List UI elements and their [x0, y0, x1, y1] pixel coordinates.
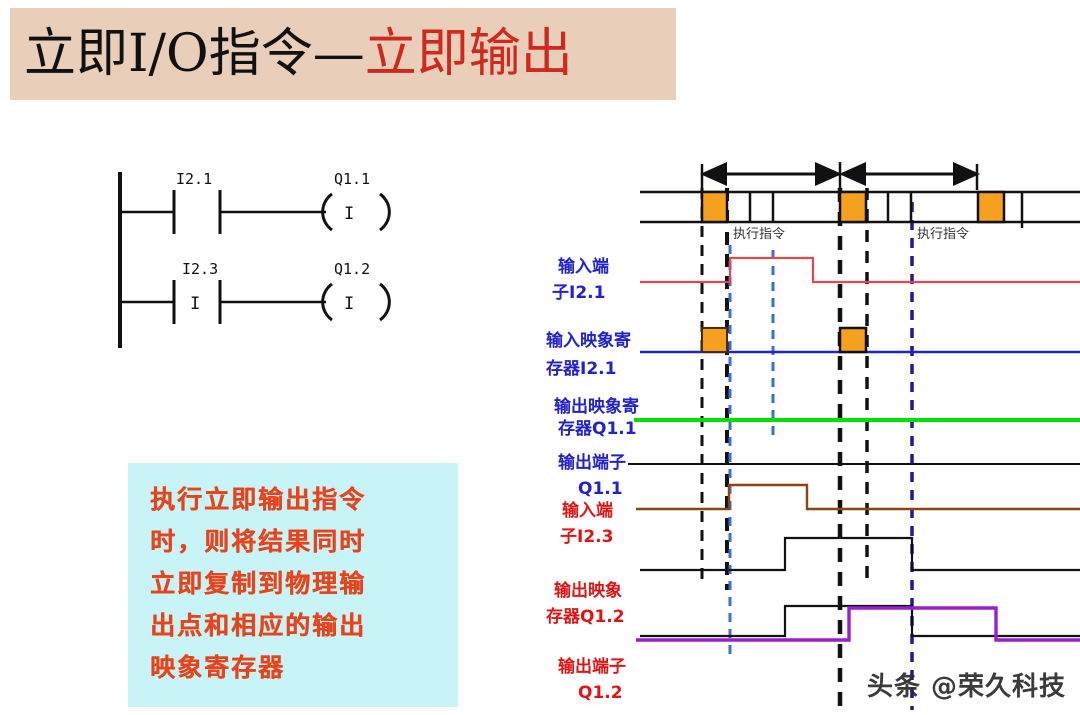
- waveform-input-terminal-i21: [640, 256, 1080, 284]
- channel-label-5a: 输入端: [562, 500, 613, 521]
- note-line-1: 执行立即输出指令: [150, 485, 367, 514]
- channel-label-3b: 存器Q1.1: [558, 418, 637, 439]
- page-title-accent: 立即输出: [364, 24, 573, 84]
- waveform-output-image-q12-lower: [640, 604, 1080, 638]
- channel-label-2b: 存器I2.1: [546, 358, 616, 379]
- waveform-input-terminal-i23: [636, 483, 1080, 511]
- scan-block-read-3: [976, 190, 1006, 224]
- channel-label-4b: Q1.1: [578, 479, 623, 499]
- ladder-coil-label-2: Q1.2: [334, 260, 370, 278]
- input-image-pulse-2: [838, 326, 868, 354]
- channel-input-terminal-i21: 输入端 子I2.1: [552, 256, 1080, 303]
- channel-label-1b: 子I2.1: [552, 283, 605, 303]
- page-title-banner: 立即I/O指令—立即输出: [10, 8, 676, 100]
- ladder-contact-modifier-2: I: [190, 294, 200, 314]
- channel-label-6a: 输出映象: [554, 580, 622, 601]
- note-line-5: 映象寄存器: [150, 653, 286, 682]
- execute-instruction-label-1: 执行指令: [733, 227, 785, 242]
- channel-label-6b: 存器Q1.2: [546, 606, 625, 627]
- channel-label-7a: 输出端子: [558, 656, 626, 677]
- channel-input-terminal-i23: 输入端 子I2.3: [560, 483, 1080, 547]
- ladder-coil-label-1: Q1.1: [334, 170, 370, 188]
- ladder-diagram: I2.1 I Q1.1 I2.3 I I Q1.2: [110, 168, 430, 353]
- timing-guide-lines: [700, 188, 914, 710]
- ladder-coil-modifier-2: I: [344, 294, 354, 314]
- input-image-pulse-1: [701, 327, 728, 353]
- channel-input-image-i21: 输入映象寄 存器I2.1: [546, 326, 1080, 379]
- channel-output-terminal-q12: 输出端子 Q1.2: [558, 604, 1080, 703]
- waveform-output-terminal-q12: [636, 606, 1080, 642]
- watermark-text: 头条 @荣久科技: [866, 672, 1066, 702]
- channel-output-image-q12: 输出映象 存器Q1.2: [546, 536, 1080, 627]
- scan-cycle-bar: 执行指令 执行指令: [640, 190, 1080, 242]
- ladder-coil-modifier-1: I: [344, 204, 354, 224]
- channel-label-1a: 输入端: [558, 256, 609, 277]
- execute-instruction-label-2: 执行指令: [917, 227, 969, 242]
- note-line-3: 立即复制到物理输: [150, 569, 367, 598]
- scan-cycle-arrows: [700, 162, 980, 190]
- waveform-output-image-q12: [640, 536, 1080, 572]
- channel-label-2a: 输入映象寄: [546, 330, 631, 351]
- channel-label-7b: Q1.2: [578, 683, 623, 703]
- scan-block-read-2: [838, 190, 868, 224]
- note-line-2: 时，则将结果同时: [150, 527, 367, 556]
- ladder-contact-label-1: I2.1: [176, 170, 212, 188]
- channel-output-image-q11: 输出映象寄 存器Q1.1: [554, 396, 1080, 439]
- page-title-primary: 立即I/O指令—: [24, 24, 365, 84]
- channel-output-terminal-q11: 输出端子 Q1.1: [558, 452, 1080, 499]
- channel-label-3a: 输出映象寄: [554, 396, 639, 417]
- scan-block-read-1: [700, 190, 729, 224]
- channel-label-4a: 输出端子: [558, 452, 626, 473]
- note-line-4: 出点和相应的输出: [150, 611, 367, 640]
- ladder-contact-label-2: I2.3: [182, 260, 218, 278]
- explanation-note-box: 执行立即输出指令 时，则将结果同时 立即复制到物理输 出点和相应的输出 映象寄存…: [128, 463, 458, 707]
- timing-diagram: 执行指令 执行指令 输入端 子I2.1 输入映象寄 存器I2.1 输出映象寄 存…: [540, 150, 1080, 715]
- channel-label-5b: 子I2.3: [560, 527, 613, 547]
